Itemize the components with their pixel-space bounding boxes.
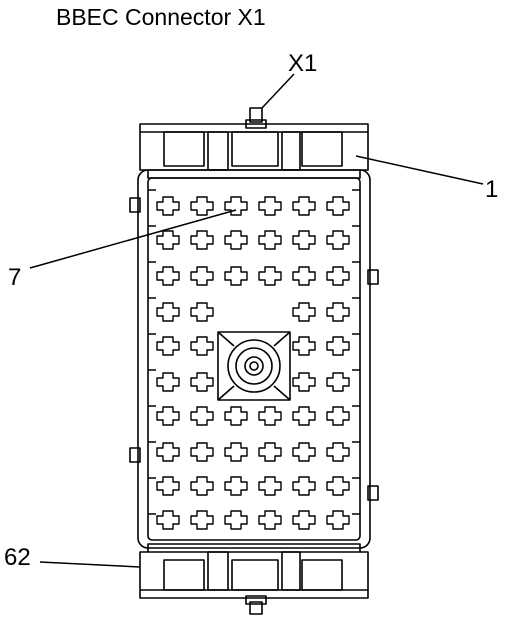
pin-cavity [156,406,180,426]
pin-cavity [326,230,350,250]
pin-cavity [224,266,248,286]
pin-cavity [224,510,248,530]
pin-cavity [292,406,316,426]
pin-cavity [326,196,350,216]
pin-cavity [156,442,180,462]
pin-cavity [190,302,214,322]
pin-cavity [190,510,214,530]
pin-cavity [292,196,316,216]
bottom-key [245,595,267,615]
pin-cavity [190,266,214,286]
pin-cavity [292,510,316,530]
pin-1-label: 1 [485,176,499,203]
pin-cavity [224,442,248,462]
pin-cavity [156,230,180,250]
pin-cavity [224,196,248,216]
pin-cavity [156,302,180,322]
top-key [245,107,267,129]
pin-cavity [326,302,350,322]
pin-cavity [224,476,248,496]
pin-cavity [258,406,282,426]
pin-cavity [258,442,282,462]
pin-cavity [190,230,214,250]
connector-label: X1 [288,50,318,77]
leader-x1 [261,73,295,109]
pin-7-label: 7 [8,264,22,291]
pin-cavity [156,476,180,496]
pin-cavity [326,266,350,286]
leader-pin-7 [29,209,237,269]
leader-pin-62 [39,561,141,568]
pin-cavity [258,510,282,530]
bottom-housing [139,543,369,599]
pin-cavity [258,476,282,496]
pin-cavity [292,442,316,462]
pin-cavity [156,372,180,392]
pin-cavity [190,476,214,496]
pin-cavity [156,336,180,356]
pin-cavity [190,442,214,462]
pin-cavity [326,442,350,462]
pin-cavity [224,230,248,250]
pin-cavity [156,266,180,286]
pin-cavity [258,230,282,250]
pin-cavity [326,372,350,392]
pin-cavities [156,196,350,530]
pin-cavity [156,510,180,530]
pin-cavity [326,336,350,356]
pin-cavity [258,196,282,216]
pin-cavity [258,266,282,286]
pin-cavity [190,336,214,356]
pin-cavity [224,406,248,426]
pin-cavity [156,196,180,216]
center-bolt [217,331,291,401]
pin-cavity [190,372,214,392]
pin-cavity [326,476,350,496]
pin-cavity [326,510,350,530]
pin-cavity [190,196,214,216]
pin-cavity [292,476,316,496]
pin-cavity [292,266,316,286]
leader-pin-1 [355,155,484,185]
pin-cavity [190,406,214,426]
pin-cavity [326,406,350,426]
pin-cavity [292,230,316,250]
pin-cavity [292,302,316,322]
pin-62-label: 62 [4,544,31,571]
diagram-title: BBEC Connector X1 [56,4,266,30]
leader-lines [29,73,484,568]
connector-body [129,169,379,549]
pin-cavity [292,372,316,392]
pin-cavity [292,336,316,356]
